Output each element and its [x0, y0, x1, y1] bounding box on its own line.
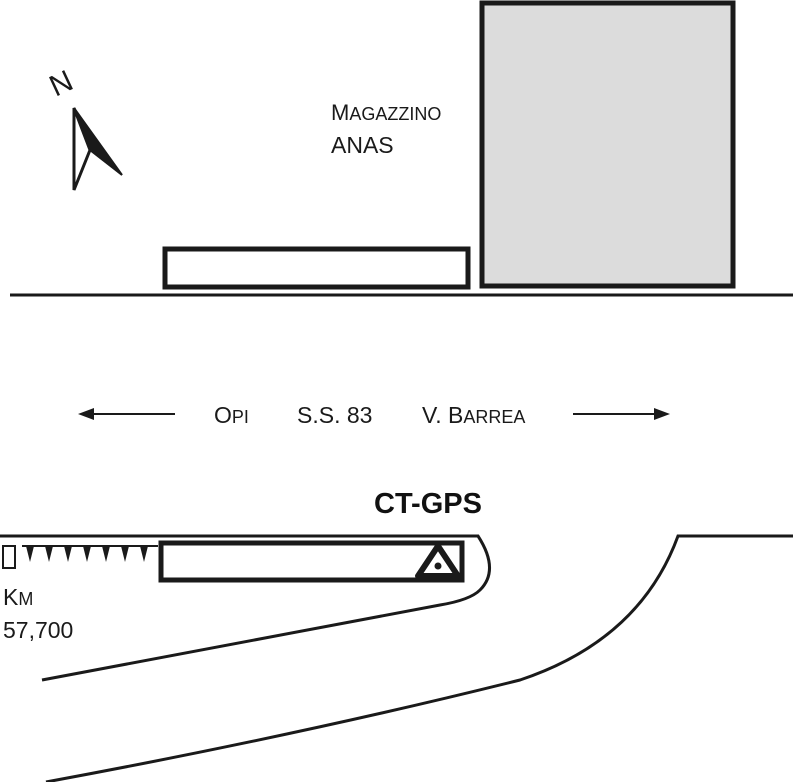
road-direction-row: OPI S.S. 83 V. BARREA [78, 402, 670, 428]
north-label: N [45, 64, 79, 103]
road-lower-edge-left [0, 534, 491, 682]
warehouse-building [479, 0, 736, 289]
road-lower-edge-right [45, 534, 793, 782]
arrow-right-icon [654, 408, 670, 420]
north-arrow-icon: N [45, 64, 123, 191]
station-platform [158, 540, 465, 583]
kilometer-value: 57,700 [3, 617, 73, 643]
building-name-line2: ANAS [331, 132, 394, 158]
kilometer-label: KM [3, 584, 33, 610]
benchmark-triangle-icon [415, 543, 461, 579]
guard-rail [22, 545, 158, 562]
direction-v-barrea: V. BARREA [422, 402, 525, 428]
roadside-structure [162, 246, 471, 290]
direction-opi: OPI [214, 402, 249, 428]
building-name-initial: M [331, 100, 349, 125]
building-name-rest: AGAZZINO [349, 104, 441, 124]
building-name-line1: MAGAZZINO [331, 100, 441, 125]
road-name: S.S. 83 [297, 402, 372, 428]
station-code: CT-GPS [374, 488, 482, 520]
kilometer-stone [2, 545, 16, 569]
arrow-left-icon [78, 408, 94, 420]
